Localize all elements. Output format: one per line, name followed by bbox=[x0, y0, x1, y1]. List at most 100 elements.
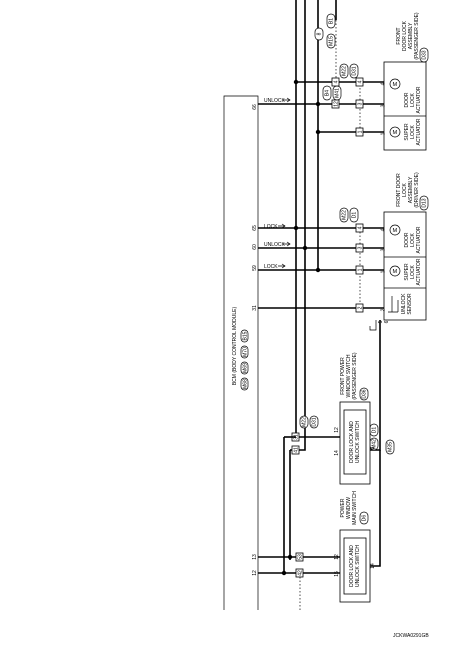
svg-text:D13: D13 bbox=[422, 198, 428, 207]
svg-text:D33: D33 bbox=[422, 50, 428, 59]
passenger-window-switch: DOOR LOCK AND UNLOCK SWITCH 12 14 3 bbox=[334, 401, 376, 485]
svg-text:M68: M68 bbox=[243, 379, 249, 389]
svg-text:FRONT POWER: FRONT POWER bbox=[340, 357, 346, 395]
svg-text:1: 1 bbox=[381, 132, 387, 135]
svg-text:53: 53 bbox=[298, 554, 304, 560]
main-switch-title: POWER WINDOW MAIN SWITCH D6 bbox=[340, 491, 369, 525]
svg-text:ASSEMBLY: ASSEMBLY bbox=[408, 22, 414, 49]
svg-text:M22: M22 bbox=[342, 210, 348, 220]
bcm-title: BCM (BODY CONTROL MODULE) bbox=[232, 306, 238, 385]
svg-text:ACTUATOR: ACTUATOR bbox=[416, 226, 422, 253]
svg-text:6: 6 bbox=[384, 320, 390, 323]
svg-text:12: 12 bbox=[334, 101, 340, 107]
bcm-pin-labels: 12 13 31 59 60 65 66 bbox=[252, 104, 258, 576]
svg-text:(DRIVER SIDE): (DRIVER SIDE) bbox=[414, 172, 420, 208]
svg-text:4: 4 bbox=[381, 82, 387, 85]
svg-text:5: 5 bbox=[378, 320, 384, 323]
svg-text:DOOR LOCK AND: DOOR LOCK AND bbox=[349, 545, 355, 587]
svg-text:12: 12 bbox=[334, 427, 340, 433]
driver-door-title: FRONT DOOR LOCK ASSEMBLY (DRIVER SIDE) D… bbox=[396, 172, 429, 211]
svg-text:WINDOW SWITCH: WINDOW SWITCH bbox=[346, 354, 352, 397]
motor-icon: M bbox=[393, 269, 398, 275]
svg-text:M35: M35 bbox=[388, 442, 394, 452]
svg-text:M70: M70 bbox=[243, 347, 249, 357]
svg-text:LOCK: LOCK bbox=[410, 265, 416, 279]
svg-text:LOCK: LOCK bbox=[410, 233, 416, 247]
svg-text:M41: M41 bbox=[335, 88, 341, 98]
motor-icon: M bbox=[393, 228, 398, 234]
unlock-label-top: UNLOCK bbox=[264, 98, 286, 104]
svg-text:M22: M22 bbox=[342, 66, 348, 76]
driver-door-lock-assembly: M M DOOR LOCK ACTUATOR SUPER LOCK ACTUAT… bbox=[378, 211, 427, 323]
passenger-switch-title: FRONT POWER WINDOW SWITCH (PASSENGER SID… bbox=[340, 352, 369, 401]
svg-text:4: 4 bbox=[334, 80, 340, 83]
svg-text:4: 4 bbox=[358, 226, 364, 229]
passenger-switch-wires: 31 41 M22 D31 bbox=[283, 232, 340, 573]
svg-text:1: 1 bbox=[358, 130, 364, 133]
svg-text:3: 3 bbox=[358, 102, 364, 105]
svg-text:D1: D1 bbox=[352, 212, 358, 219]
svg-text:2: 2 bbox=[381, 308, 387, 311]
svg-text:ACTUATOR: ACTUATOR bbox=[416, 86, 422, 113]
joint-connector-badges: 8 B1 M15 M22 D31 B4 M41 M22 D1 4 12 4 3 … bbox=[314, 13, 364, 313]
svg-text:1: 1 bbox=[358, 268, 364, 271]
svg-text:D1: D1 bbox=[372, 427, 378, 434]
driver-door-wires bbox=[258, 225, 390, 309]
bcm-connector-badges: M68 M69 M70 B15 bbox=[240, 329, 249, 391]
svg-text:13: 13 bbox=[252, 554, 258, 560]
svg-text:D36: D36 bbox=[362, 389, 368, 398]
svg-text:SENSOR: SENSOR bbox=[407, 293, 413, 315]
svg-text:DOOR LOCK AND: DOOR LOCK AND bbox=[349, 421, 355, 463]
svg-text:WINDOW: WINDOW bbox=[346, 497, 352, 519]
svg-text:UNLOCK SWITCH: UNLOCK SWITCH bbox=[355, 545, 361, 587]
svg-text:ACTUATOR: ACTUATOR bbox=[416, 258, 422, 285]
svg-text:66: 66 bbox=[252, 104, 258, 110]
svg-text:B1: B1 bbox=[329, 18, 335, 24]
svg-text:3: 3 bbox=[358, 246, 364, 249]
svg-text:12: 12 bbox=[252, 570, 258, 576]
svg-text:31: 31 bbox=[252, 305, 258, 311]
ground-connector bbox=[385, 439, 395, 455]
trunk-wires bbox=[295, 0, 337, 305]
svg-text:(PASSENGER SIDE): (PASSENGER SIDE) bbox=[352, 352, 358, 399]
svg-text:FRONT: FRONT bbox=[396, 27, 402, 44]
svg-text:SUPER: SUPER bbox=[404, 123, 410, 141]
svg-text:59: 59 bbox=[252, 265, 258, 271]
svg-text:SUPER: SUPER bbox=[404, 263, 410, 281]
svg-text:M42: M42 bbox=[372, 439, 378, 449]
svg-text:LOCK: LOCK bbox=[410, 93, 416, 107]
svg-text:3: 3 bbox=[381, 104, 387, 107]
svg-text:UNLOCK SWITCH: UNLOCK SWITCH bbox=[355, 421, 361, 463]
unlock-label-mid: UNLOCK bbox=[264, 242, 286, 248]
svg-text:FRONT DOOR: FRONT DOOR bbox=[396, 173, 402, 207]
svg-text:1: 1 bbox=[381, 270, 387, 273]
power-window-main-switch: DOOR LOCK AND UNLOCK SWITCH 12 15 14 bbox=[334, 529, 376, 603]
lock-label-low: LOCK bbox=[264, 264, 278, 270]
svg-text:M15: M15 bbox=[329, 36, 335, 46]
svg-text:31: 31 bbox=[294, 434, 300, 440]
main-switch-wires: 53 42 bbox=[258, 450, 381, 610]
svg-text:POWER: POWER bbox=[340, 498, 346, 517]
svg-text:B4: B4 bbox=[325, 90, 331, 96]
svg-text:D31: D31 bbox=[312, 417, 318, 426]
figure-id: JCKWA0291GB bbox=[393, 633, 429, 639]
svg-text:B15: B15 bbox=[243, 331, 249, 340]
svg-text:(PASSENGER SIDE): (PASSENGER SIDE) bbox=[414, 12, 420, 59]
svg-text:42: 42 bbox=[298, 570, 304, 576]
svg-text:UNLOCK: UNLOCK bbox=[401, 293, 407, 315]
svg-text:65: 65 bbox=[252, 225, 258, 231]
svg-text:14: 14 bbox=[334, 450, 340, 456]
passenger-door-title: FRONT DOOR LOCK ASSEMBLY (PASSENGER SIDE… bbox=[396, 12, 429, 63]
signal-labels: UNLOCK LOCK UNLOCK LOCK bbox=[264, 97, 291, 270]
svg-text:D31: D31 bbox=[352, 66, 358, 75]
svg-text:D6: D6 bbox=[362, 515, 368, 522]
svg-text:41: 41 bbox=[294, 447, 300, 453]
svg-text:8: 8 bbox=[317, 32, 323, 35]
svg-text:3: 3 bbox=[370, 446, 376, 449]
bcm-module: BCM (BODY CONTROL MODULE) M68 M69 M70 B1… bbox=[223, 95, 259, 610]
motor-icon: M bbox=[393, 130, 398, 136]
svg-text:MAIN SWITCH: MAIN SWITCH bbox=[352, 491, 358, 525]
svg-text:ACTUATOR: ACTUATOR bbox=[416, 118, 422, 145]
lock-label-mid: LOCK bbox=[264, 224, 278, 230]
